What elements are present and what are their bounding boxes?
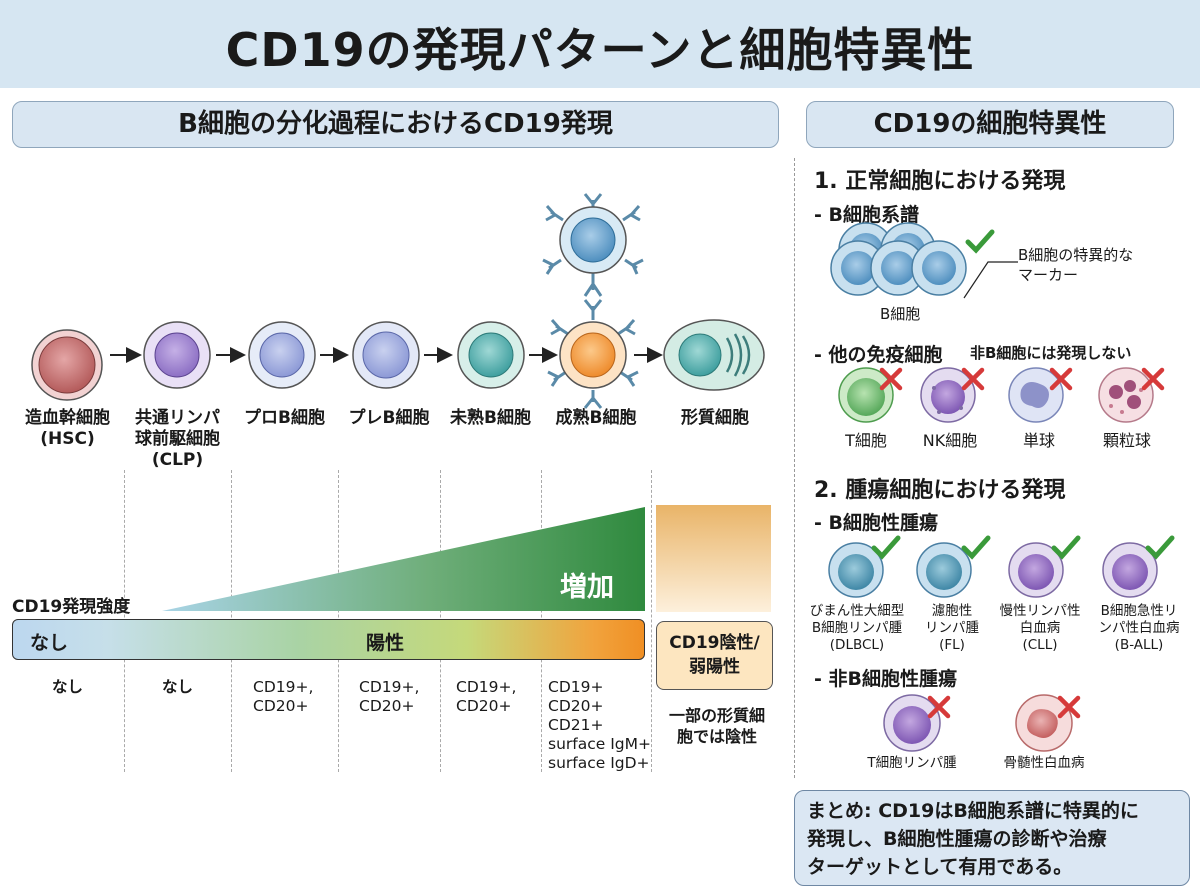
t-cell — [838, 367, 894, 423]
cross-icon — [927, 695, 951, 719]
marker-pre-b: CD19+, CD20+ — [359, 678, 420, 715]
other-cell-nk: NK細胞 — [922, 431, 978, 450]
check-icon — [965, 229, 995, 254]
cross-icon — [1141, 367, 1165, 391]
non-b-tumor-title: - 非B細胞性腫瘍 — [814, 668, 957, 690]
stage-label-clp: 共通リンパ 球前駆細胞 (CLP) — [135, 408, 220, 470]
marker-pro-b: CD19+, CD20+ — [253, 678, 314, 715]
expression-bar — [12, 619, 645, 660]
ball-cell — [1102, 542, 1158, 598]
stage-label-pro-b: プロB細胞 — [244, 408, 325, 428]
cross-icon — [879, 367, 903, 391]
right-panel-header: CD19の細胞特異性 — [806, 101, 1174, 148]
other-cell-monocyte: 単球 — [1022, 431, 1055, 450]
activated-b-nucleus — [570, 217, 616, 263]
granulocyte — [1098, 367, 1154, 423]
annotation-line — [963, 261, 1018, 299]
other-cell-granulocyte: 顆粒球 — [1102, 431, 1151, 450]
b-tumor-ball: B細胞急性リ ンパ性白血病 (B-ALL) — [1098, 603, 1180, 653]
pre-b-cell — [352, 321, 420, 389]
monocyte — [1008, 367, 1064, 423]
summary-box: まとめ: CD19はB細胞系譜に特異的に 発現し、B細胞性腫瘍の診断や治療 ター… — [794, 790, 1190, 886]
plasma-cell — [663, 319, 765, 391]
stage-label-mature-b: 成熟B細胞 — [555, 408, 637, 428]
cross-icon — [1049, 367, 1073, 391]
myeloid-leukemia-cell — [1015, 694, 1073, 752]
b-tumor-dlbcl: びまん性大細型 B細胞リンパ腫 (DLBCL) — [809, 603, 905, 653]
b-lineage-title: - B細胞系譜 — [814, 204, 919, 226]
other-immune-note: 非B細胞には発現しない — [970, 344, 1132, 362]
negative-gradient — [656, 505, 771, 612]
cross-icon — [961, 367, 985, 391]
expression-intensity-label: CD19発現強度 — [12, 597, 131, 617]
check-icon — [1051, 535, 1081, 560]
cross-icon — [1057, 695, 1081, 719]
stage-label-immature-b: 未熟B細胞 — [450, 408, 531, 428]
marker-hsc: なし — [52, 678, 84, 696]
hsc-cell — [31, 329, 103, 401]
section1-heading: 1. 正常細胞における発現 — [814, 169, 1066, 194]
main-title: CD19の発現パターンと細胞特異性 — [225, 23, 975, 77]
non-b-tumor-myeloid: 骨髄性白血病 — [1003, 755, 1085, 771]
marker-immature-b: CD19+, CD20+ — [456, 678, 517, 715]
left-panel-header: B細胞の分化過程におけるCD19発現 — [12, 101, 779, 148]
differentiation-diagram — [31, 193, 765, 409]
non-b-tumor-t-lymphoma: T細胞リンパ腫 — [867, 755, 957, 771]
section2-heading: 2. 腫瘍細胞における発現 — [814, 478, 1066, 503]
mature-b-cell — [547, 299, 639, 409]
bar-none-label: なし — [30, 632, 69, 654]
stage-separator — [651, 470, 652, 772]
bar-positive-label: 陽性 — [365, 632, 404, 654]
stage-label-plasma: 形質細胞 — [681, 408, 749, 428]
clp-cell — [143, 321, 211, 389]
check-icon — [871, 535, 901, 560]
title-band — [0, 0, 1200, 88]
nk-cell — [920, 367, 976, 423]
other-immune-title: - 他の免疫細胞 — [814, 344, 943, 366]
b-specific-note: B細胞の特異的な マーカー — [1018, 246, 1134, 284]
mature-b-body — [559, 321, 627, 389]
marker-plasma: 一部の形質細 胞では陰性 — [668, 706, 765, 746]
marker-mature-b: CD19+ CD20+ CD21+ surface IgM+ surface I… — [548, 678, 651, 772]
b-tumor-title: - B細胞性腫瘍 — [814, 512, 938, 534]
b-cell-cluster — [830, 222, 967, 296]
stage-label-pre-b: プレB細胞 — [348, 408, 430, 428]
specificity-diagram — [828, 222, 1175, 752]
increase-label: 増加 — [560, 572, 614, 603]
b-cell-label: B細胞 — [880, 305, 921, 323]
stage-label-hsc: 造血幹細胞 (HSC) — [25, 408, 110, 449]
check-icon — [1145, 535, 1175, 560]
cll-cell — [1008, 542, 1064, 598]
dlbcl-cell — [828, 542, 884, 598]
t-lymphoma-cell — [883, 694, 941, 752]
expression-wedge — [162, 507, 645, 611]
other-cell-t: T細胞 — [845, 431, 887, 450]
b-tumor-cll: 慢性リンパ性 白血病 (CLL) — [999, 603, 1081, 653]
immature-b-cell — [457, 321, 525, 389]
b-tumor-fl: 濾胞性 リンパ腫 (FL) — [925, 603, 979, 653]
negative-box: CD19陰性/ 弱陽性 — [656, 621, 773, 690]
panel-divider — [794, 158, 795, 778]
check-icon — [961, 535, 991, 560]
marker-clp: なし — [162, 678, 194, 696]
fl-cell — [916, 542, 972, 598]
pro-b-cell — [248, 321, 316, 389]
